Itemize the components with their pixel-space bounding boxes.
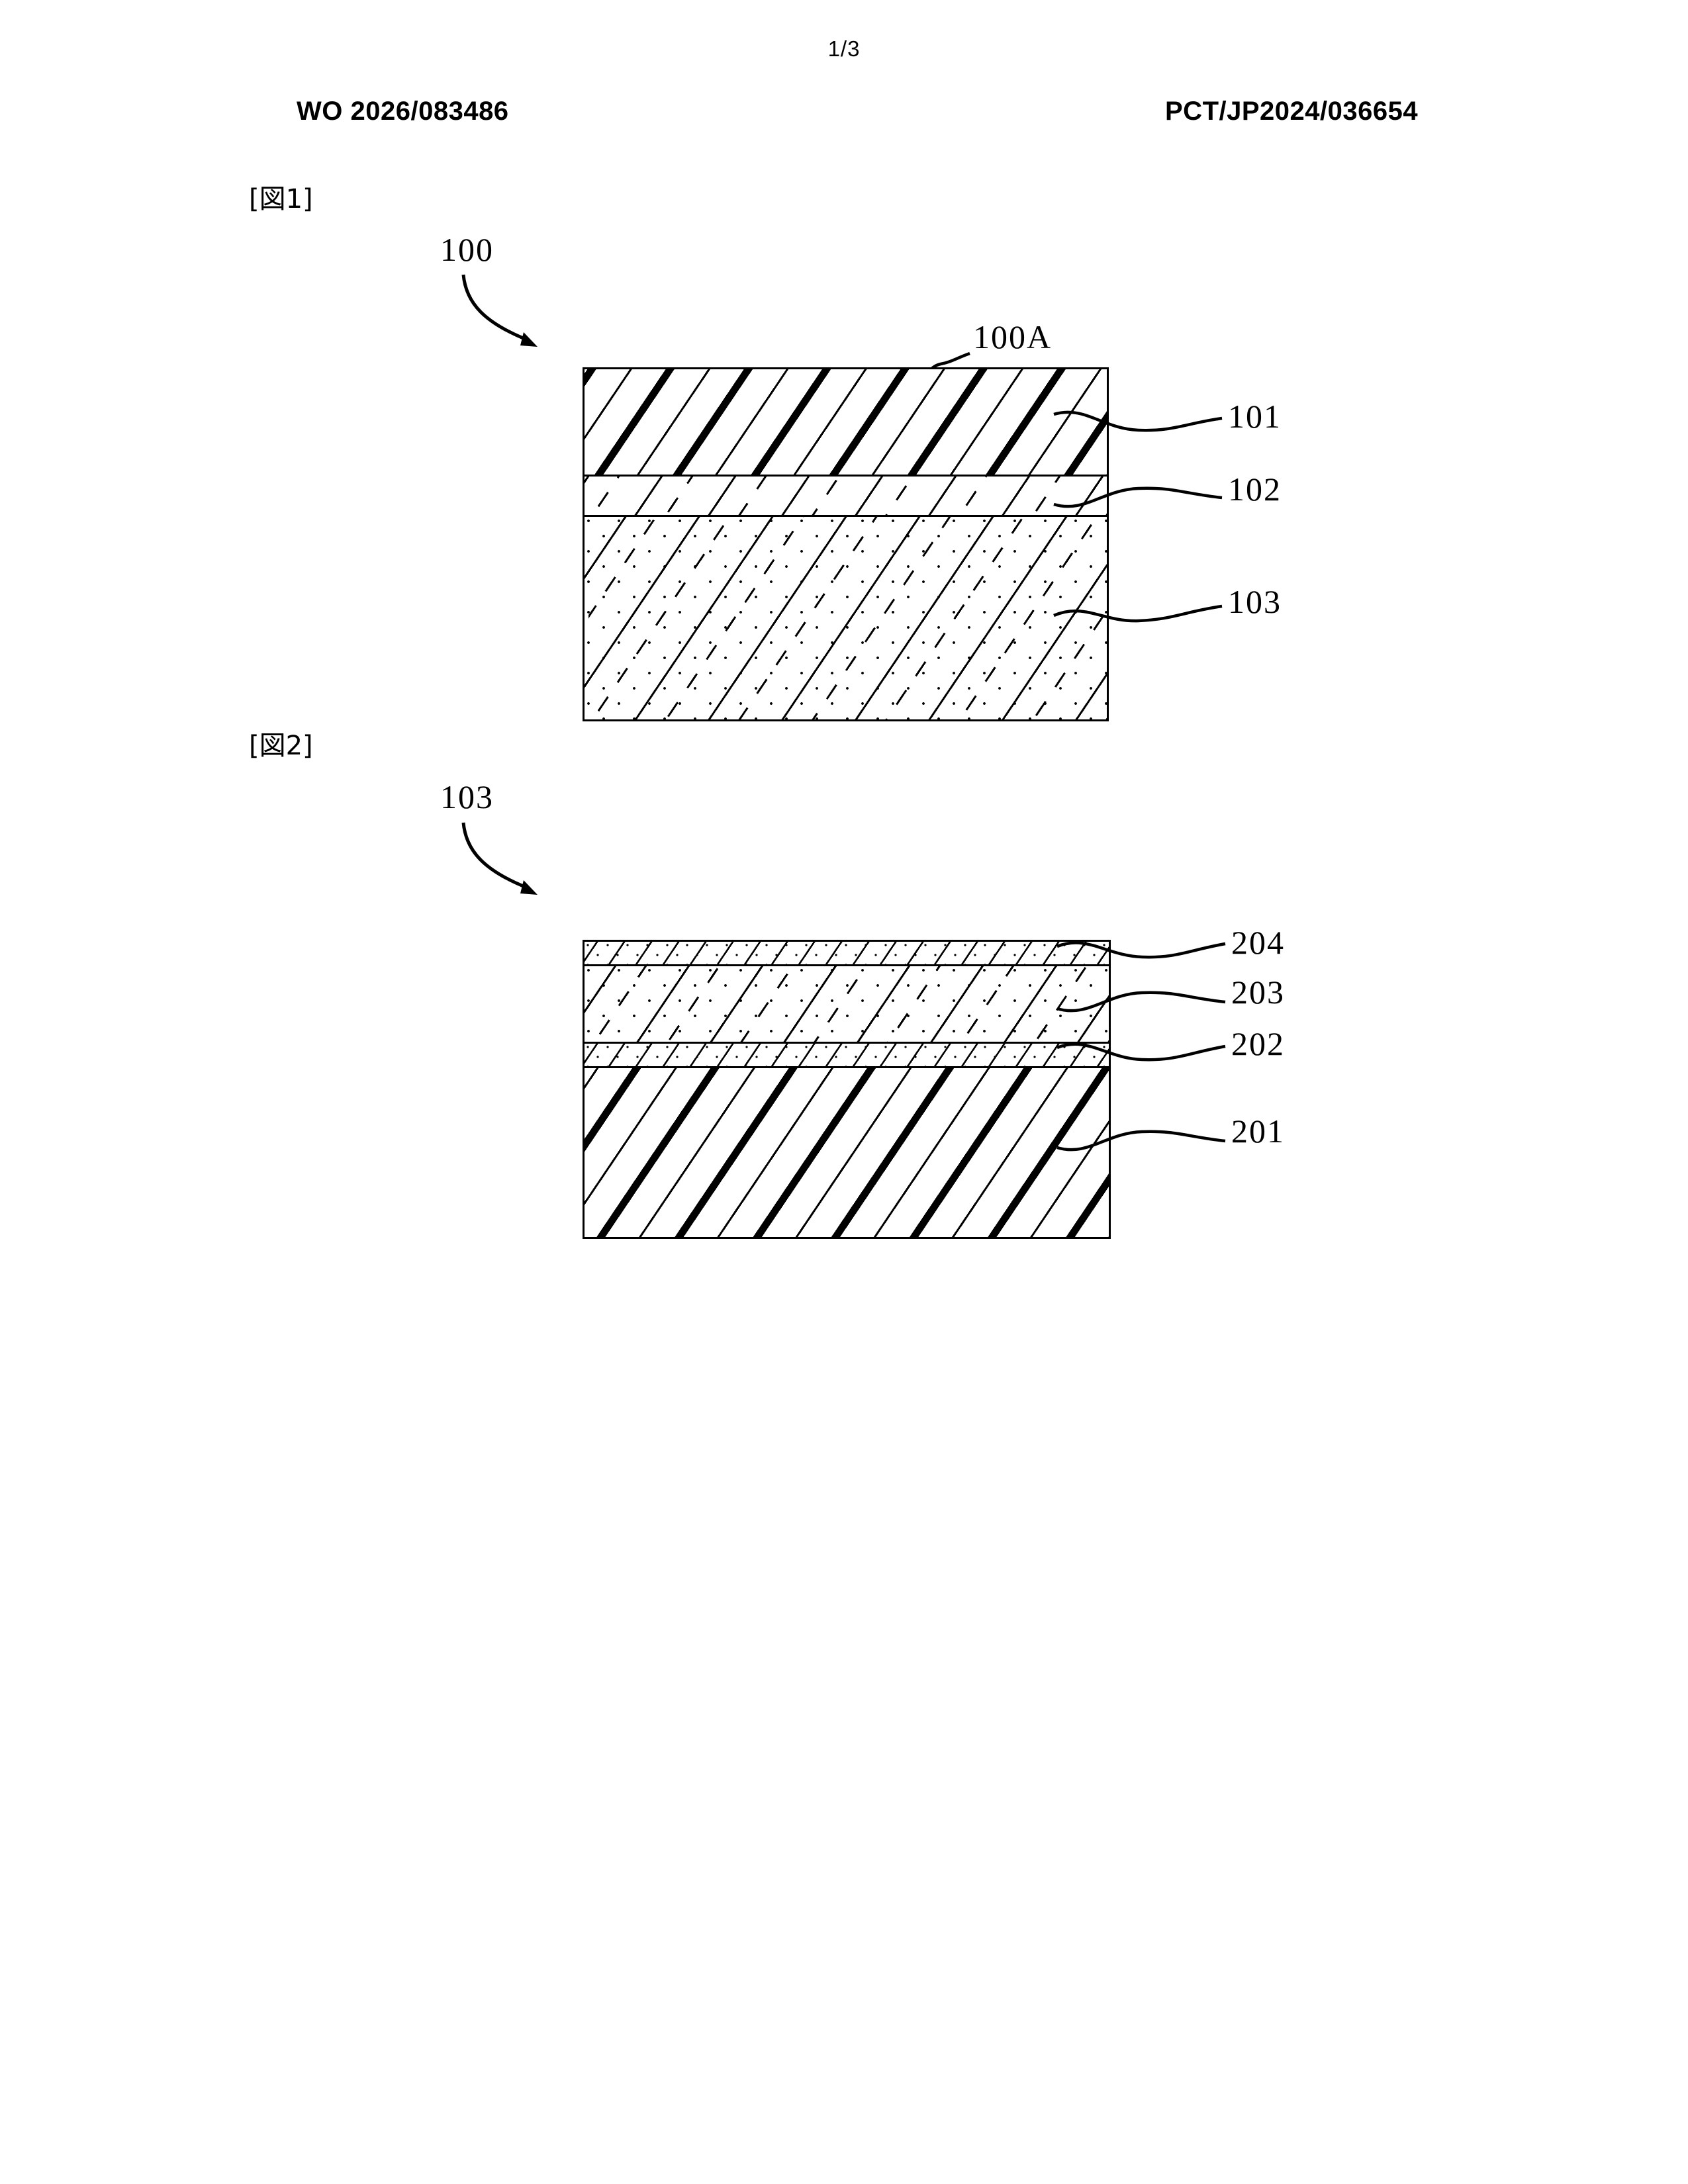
hatch-pattern-thick-thin xyxy=(585,369,1107,475)
figure-1-leader-102 xyxy=(1053,486,1223,508)
stipple-dot-pattern xyxy=(585,942,1109,964)
figure-2-callout-arrow-icon xyxy=(461,822,538,895)
page-number: 1/3 xyxy=(827,36,861,61)
figure-2-leader-202 xyxy=(1056,1042,1226,1062)
figure-2-layer-203 xyxy=(583,964,1111,1044)
figure-1-layer-103 xyxy=(583,515,1109,721)
figure-1-caption: [図1] xyxy=(249,184,313,214)
stipple-dot-pattern xyxy=(585,1044,1109,1066)
figure-1-cross-section xyxy=(583,367,1109,721)
figure-2-leader-203 xyxy=(1056,991,1226,1013)
figure-2-layer-201 xyxy=(583,1066,1111,1239)
hatch-pattern-thick-thin xyxy=(585,1068,1109,1237)
figure-2-ref-204: 204 xyxy=(1231,924,1285,961)
figure-2-leader-201 xyxy=(1056,1130,1226,1152)
figure-2-layer-204 xyxy=(583,940,1111,966)
stipple-dot-pattern xyxy=(585,517,1107,719)
figure-1-layer-102 xyxy=(583,475,1109,517)
figure-1-callout-arrow-icon xyxy=(461,274,538,347)
figure-2-layer-202 xyxy=(583,1042,1111,1068)
figure-2-ref-201: 201 xyxy=(1231,1113,1285,1150)
figure-1-surface-label: 100A xyxy=(973,318,1053,355)
figure-1-leader-103 xyxy=(1053,604,1223,623)
figure-2-leader-204 xyxy=(1056,941,1226,959)
stipple-dot-pattern xyxy=(585,966,1109,1042)
header-publication-number: WO 2026/083486 xyxy=(297,97,509,126)
figure-2-cross-section xyxy=(583,940,1111,1243)
figure-1-callout-number: 100 xyxy=(440,231,494,268)
header-application-number: PCT/JP2024/036654 xyxy=(1165,97,1419,126)
figure-1-ref-101: 101 xyxy=(1228,398,1282,435)
figure-1-ref-102: 102 xyxy=(1228,471,1282,508)
figure-1-layer-101 xyxy=(583,367,1109,477)
figure-2-ref-202: 202 xyxy=(1231,1025,1285,1062)
figure-2-callout-number: 103 xyxy=(440,778,494,815)
figure-1-leader-101 xyxy=(1053,410,1223,432)
figure-1-ref-103: 103 xyxy=(1228,583,1282,620)
figure-2-ref-203: 203 xyxy=(1231,974,1285,1011)
hatch-pattern-dashed xyxy=(588,477,1107,515)
figure-2-caption: [図2] xyxy=(249,731,313,761)
